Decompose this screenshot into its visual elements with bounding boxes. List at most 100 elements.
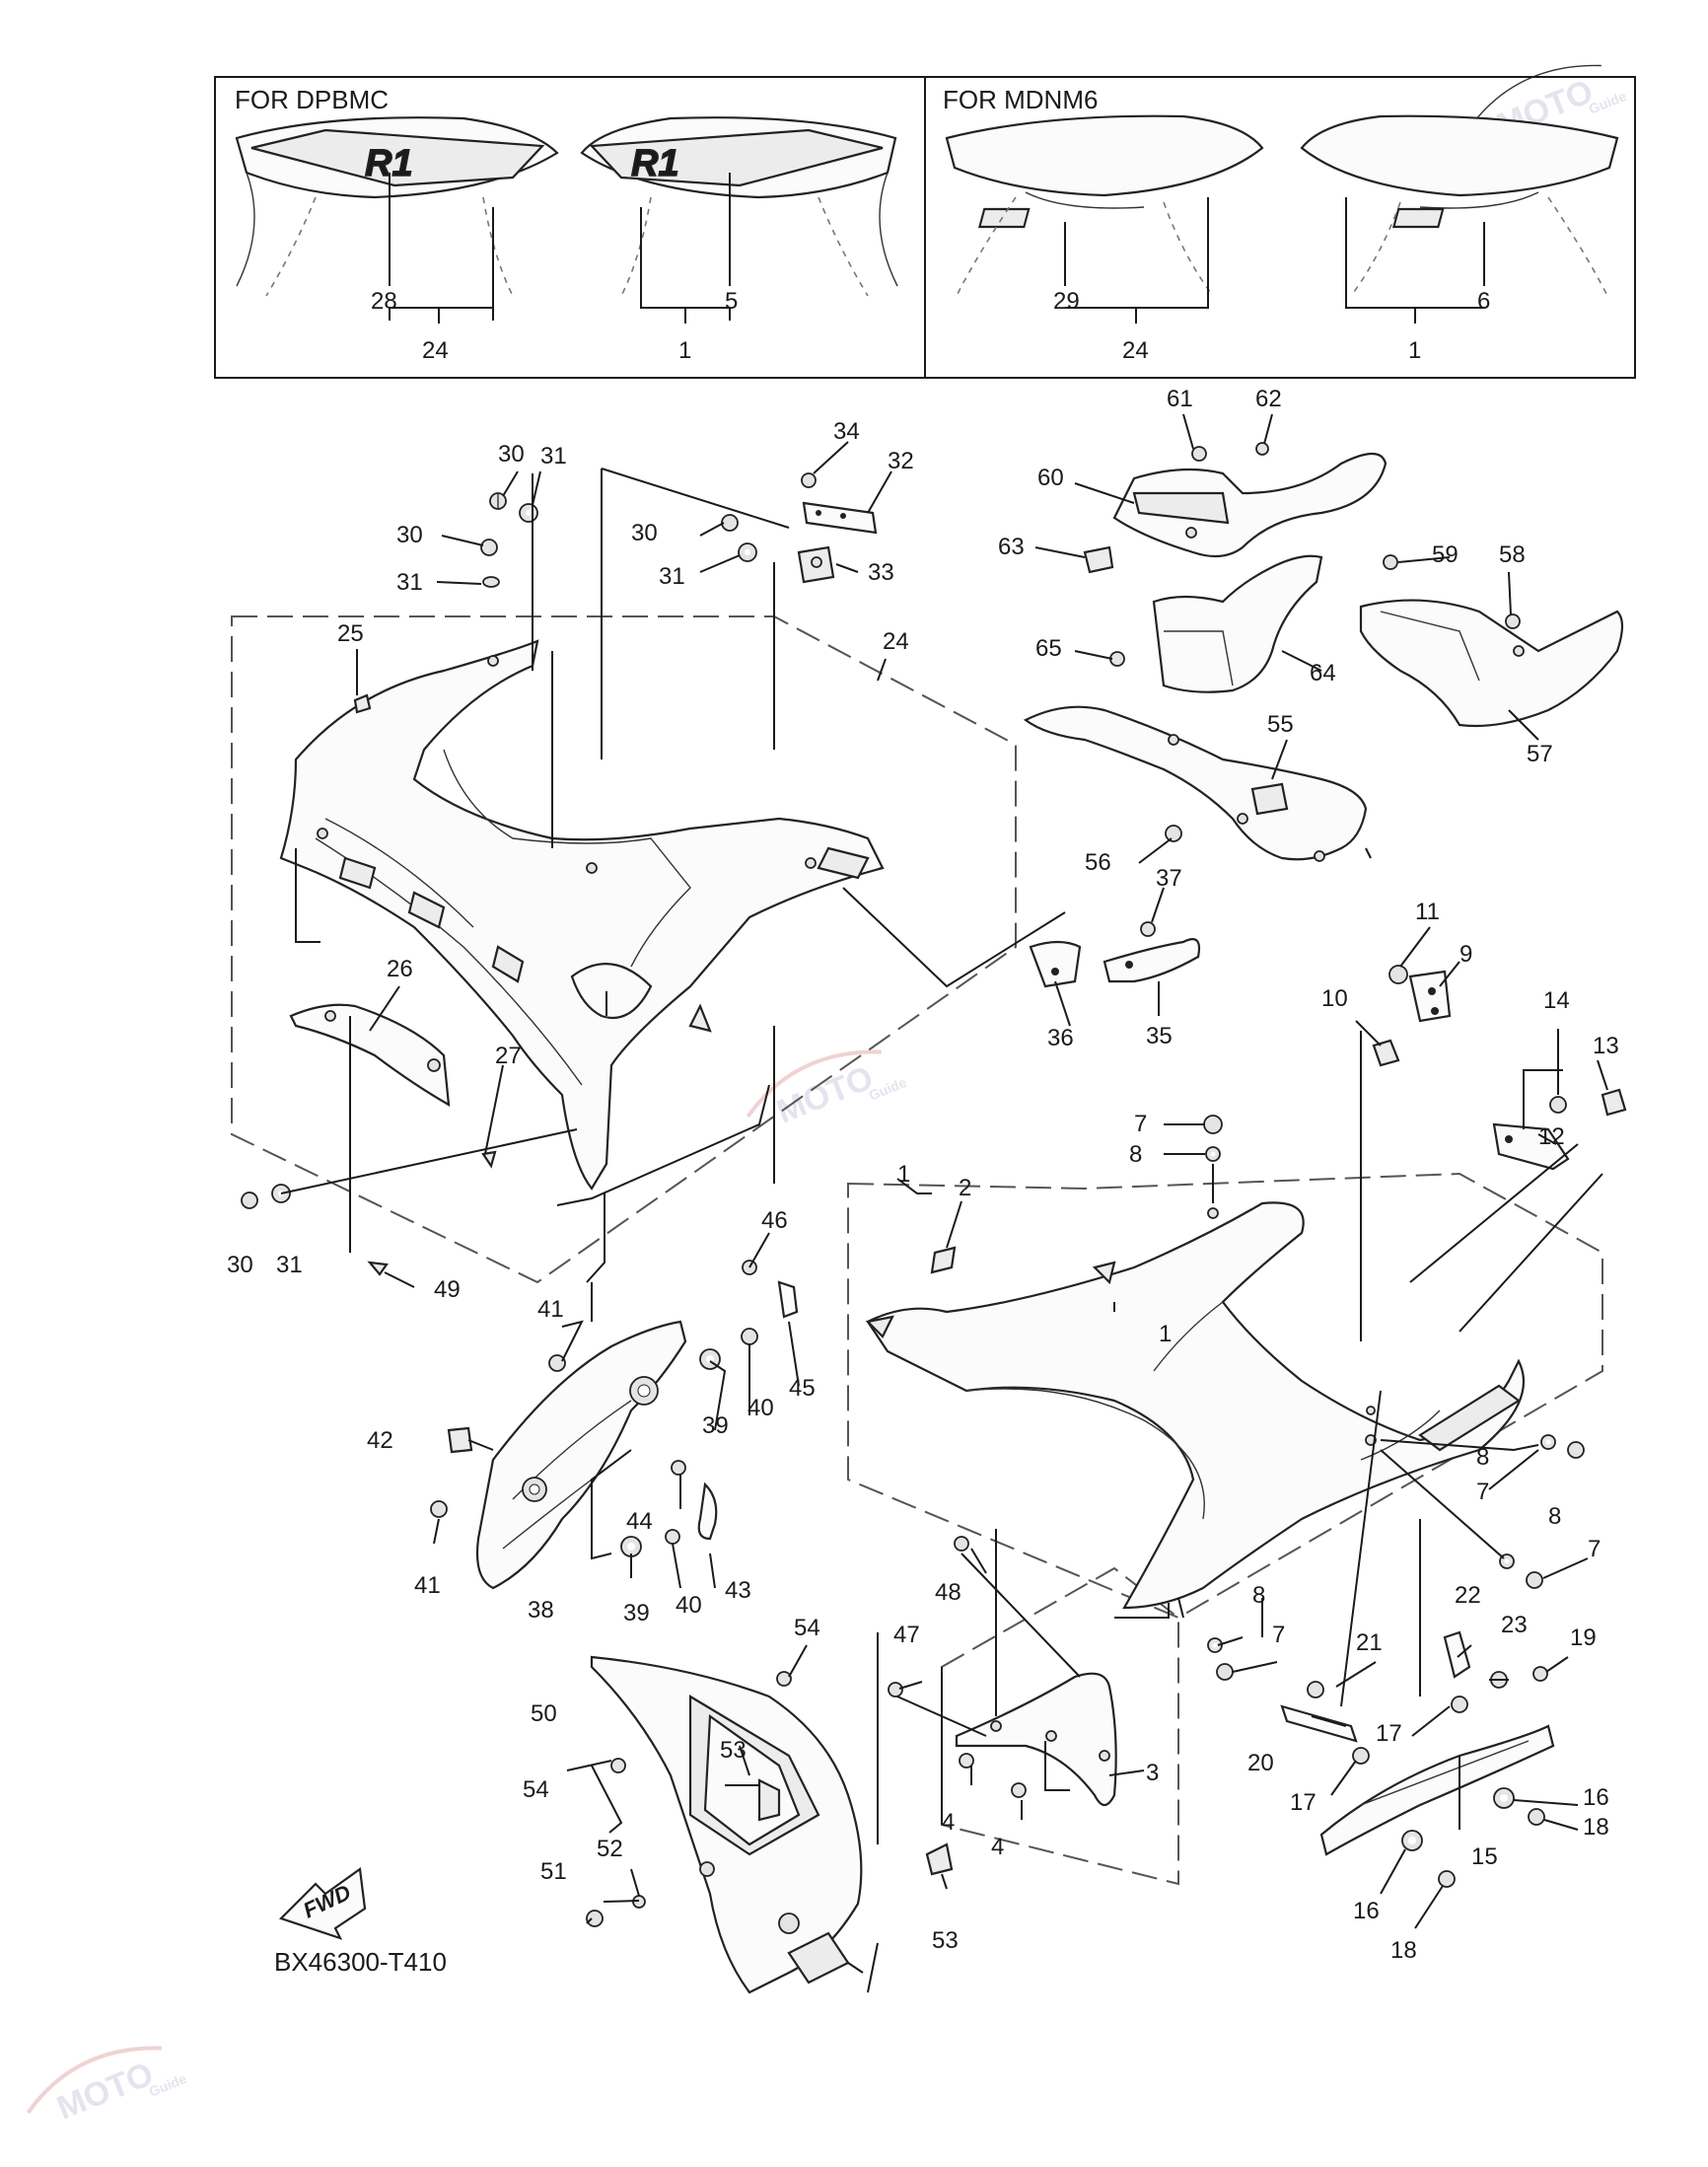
callout-48[interactable]: 48 <box>935 1579 961 1606</box>
part-26-inner-panel <box>289 1003 451 1108</box>
callout-17[interactable]: 17 <box>1376 1720 1402 1747</box>
callout-49[interactable]: 49 <box>434 1276 461 1303</box>
inset-left-cowls: R1 R1 <box>235 116 898 297</box>
callout-43[interactable]: 43 <box>725 1577 751 1604</box>
callout-18[interactable]: 18 <box>1390 1937 1417 1964</box>
callout-7[interactable]: 7 <box>1134 1111 1147 1137</box>
callout-31[interactable]: 31 <box>396 569 423 596</box>
bracket-35 <box>1103 938 1201 983</box>
callout-16[interactable]: 16 <box>1353 1898 1380 1924</box>
callout-18[interactable]: 18 <box>1583 1814 1609 1841</box>
callout-10[interactable]: 10 <box>1321 985 1348 1012</box>
callout-35[interactable]: 35 <box>1146 1023 1173 1049</box>
callout-30[interactable]: 30 <box>396 522 423 548</box>
callout-53[interactable]: 53 <box>932 1927 959 1954</box>
callout-4[interactable]: 4 <box>942 1809 955 1836</box>
inset-callout-24[interactable]: 24 <box>1122 337 1149 364</box>
callout-44[interactable]: 44 <box>626 1508 653 1535</box>
callout-32[interactable]: 32 <box>888 448 914 474</box>
callout-37[interactable]: 37 <box>1156 865 1182 892</box>
callout-41[interactable]: 41 <box>414 1572 441 1599</box>
inset-callout-29[interactable]: 29 <box>1053 288 1080 315</box>
assembly-3-outline <box>941 1566 1179 1886</box>
inset-callout-5[interactable]: 5 <box>725 288 738 315</box>
callout-61[interactable]: 61 <box>1167 386 1193 412</box>
callout-15[interactable]: 15 <box>1471 1843 1498 1870</box>
callout-52[interactable]: 52 <box>597 1836 623 1862</box>
callout-19[interactable]: 19 <box>1570 1625 1597 1651</box>
callout-30[interactable]: 30 <box>498 441 525 468</box>
callout-47[interactable]: 47 <box>893 1622 920 1648</box>
callout-40[interactable]: 40 <box>676 1592 702 1619</box>
callout-50[interactable]: 50 <box>531 1700 557 1727</box>
callout-24[interactable]: 24 <box>883 628 909 655</box>
callout-45[interactable]: 45 <box>789 1375 816 1402</box>
callout-30[interactable]: 30 <box>227 1252 253 1278</box>
callout-51[interactable]: 51 <box>540 1858 567 1885</box>
inset-callout-24[interactable]: 24 <box>422 337 449 364</box>
callout-20[interactable]: 20 <box>1247 1750 1274 1776</box>
callout-64[interactable]: 64 <box>1310 660 1336 686</box>
callout-27[interactable]: 27 <box>495 1043 522 1069</box>
callout-31[interactable]: 31 <box>276 1252 303 1278</box>
callout-8[interactable]: 8 <box>1548 1503 1561 1530</box>
callout-23[interactable]: 23 <box>1501 1612 1528 1638</box>
callout-7[interactable]: 7 <box>1476 1479 1489 1505</box>
callout-57[interactable]: 57 <box>1527 741 1553 767</box>
callout-9[interactable]: 9 <box>1459 941 1472 968</box>
callout-65[interactable]: 65 <box>1035 635 1062 662</box>
callout-11[interactable]: 11 <box>1415 899 1440 925</box>
callout-22[interactable]: 22 <box>1455 1582 1481 1609</box>
callout-63[interactable]: 63 <box>998 534 1025 560</box>
bracket-22 <box>1443 1630 1471 1679</box>
callout-17[interactable]: 17 <box>1290 1789 1317 1816</box>
callout-1-group[interactable]: 1 <box>897 1161 910 1188</box>
callout-2[interactable]: 2 <box>959 1175 971 1201</box>
callout-7[interactable]: 7 <box>1588 1536 1601 1562</box>
callout-53[interactable]: 53 <box>720 1737 747 1764</box>
callout-41[interactable]: 41 <box>537 1296 564 1323</box>
inset-callout-1[interactable]: 1 <box>678 337 691 364</box>
inset-title-left: FOR DPBMC <box>235 85 389 114</box>
callout-33[interactable]: 33 <box>868 559 894 586</box>
callout-8[interactable]: 8 <box>1129 1141 1142 1168</box>
callout-3[interactable]: 3 <box>1146 1760 1159 1786</box>
diagram-code: BX46300-T410 <box>274 1947 447 1977</box>
callout-39[interactable]: 39 <box>623 1600 650 1626</box>
callout-46[interactable]: 46 <box>761 1207 788 1234</box>
callout-12[interactable]: 12 <box>1538 1123 1565 1150</box>
callout-54[interactable]: 54 <box>523 1776 549 1803</box>
callout-62[interactable]: 62 <box>1255 386 1282 412</box>
callout-42[interactable]: 42 <box>367 1427 393 1454</box>
inset-callout-1[interactable]: 1 <box>1408 337 1421 364</box>
inset-callout-28[interactable]: 28 <box>371 288 397 315</box>
callout-31[interactable]: 31 <box>659 563 685 590</box>
callout-60[interactable]: 60 <box>1037 465 1064 491</box>
callout-34[interactable]: 34 <box>833 418 860 445</box>
callout-40[interactable]: 40 <box>747 1395 774 1421</box>
callout-38[interactable]: 38 <box>528 1597 554 1624</box>
callout-26[interactable]: 26 <box>387 956 413 982</box>
callout-31[interactable]: 31 <box>540 443 567 470</box>
callout-30[interactable]: 30 <box>631 520 658 546</box>
callout-13[interactable]: 13 <box>1593 1033 1619 1059</box>
callout-59[interactable]: 59 <box>1432 542 1459 568</box>
bracket-32 <box>802 501 878 535</box>
callout-8[interactable]: 8 <box>1476 1444 1489 1471</box>
callout-39[interactable]: 39 <box>702 1412 729 1439</box>
callout-36[interactable]: 36 <box>1047 1025 1074 1051</box>
callout-1[interactable]: 1 <box>1159 1321 1172 1347</box>
callout-21[interactable]: 21 <box>1356 1629 1383 1656</box>
callout-4[interactable]: 4 <box>991 1834 1004 1860</box>
callout-7[interactable]: 7 <box>1272 1622 1285 1648</box>
callout-25[interactable]: 25 <box>337 620 364 647</box>
callout-56[interactable]: 56 <box>1085 849 1111 876</box>
inset-callout-6[interactable]: 6 <box>1477 288 1490 315</box>
callout-58[interactable]: 58 <box>1499 542 1526 568</box>
callout-16[interactable]: 16 <box>1583 1784 1609 1811</box>
callout-14[interactable]: 14 <box>1543 987 1570 1014</box>
callout-8[interactable]: 8 <box>1252 1582 1265 1609</box>
callout-55[interactable]: 55 <box>1267 711 1294 738</box>
callout-54[interactable]: 54 <box>794 1615 820 1641</box>
